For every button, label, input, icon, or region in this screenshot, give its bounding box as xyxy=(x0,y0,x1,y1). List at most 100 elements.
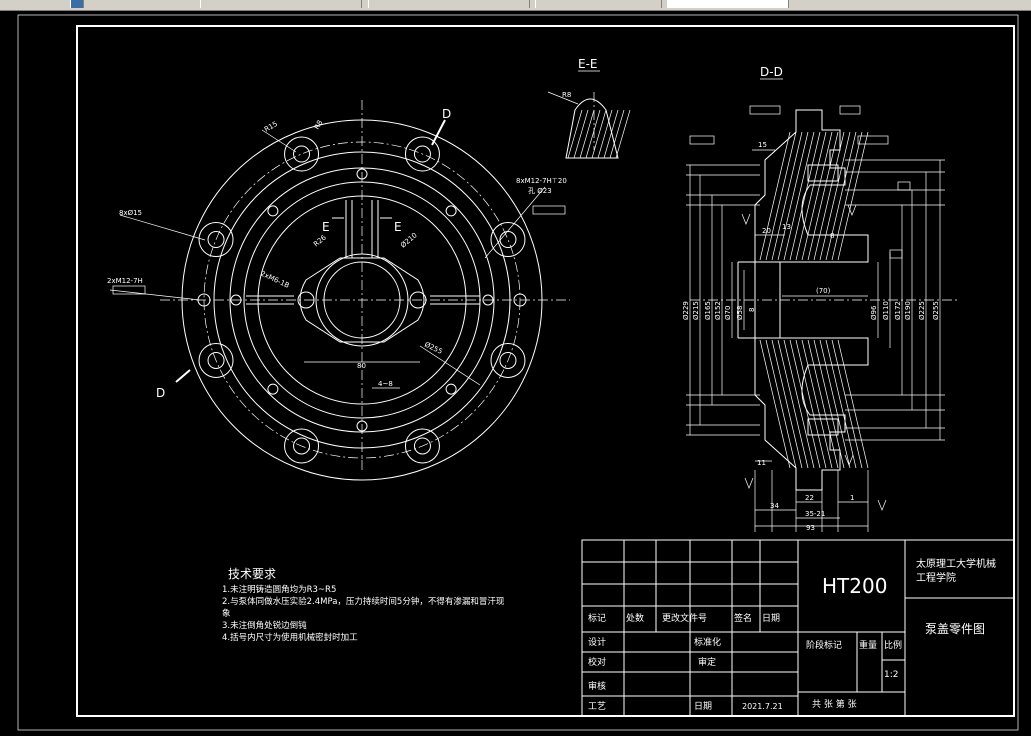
section-dd-title: D-D xyxy=(760,65,783,79)
tech-req-item-3: 3.未注倒角处锐边倒钝 xyxy=(222,620,307,631)
roughness-5 xyxy=(847,204,857,216)
dd-hatch-top-7 xyxy=(795,131,827,261)
dd-dim-20: 20 xyxy=(762,227,771,235)
ee-hatch-line-8 xyxy=(609,109,625,159)
dd-right-dim-label-6: Ø255 xyxy=(932,301,940,320)
dd-hatch-bottom-13 xyxy=(831,339,863,469)
dd-hatch-bottom-6 xyxy=(789,339,821,469)
dd-hatch-bottom-11 xyxy=(819,339,851,469)
lug-boss-5 xyxy=(198,222,234,258)
dd-bottom-ext xyxy=(754,470,869,532)
toolbar-combo-3[interactable] xyxy=(535,0,662,8)
hub-outer-circle xyxy=(315,253,409,347)
dd-extension-lines xyxy=(686,159,945,441)
roughness-2 xyxy=(877,499,887,511)
lug-hole-8 xyxy=(499,231,517,249)
dd-hatch-bottom-5 xyxy=(783,339,815,469)
lug-boss-7 xyxy=(404,136,440,172)
tapped-hole-5 xyxy=(230,294,242,306)
dd-hatch-bottom-7 xyxy=(795,339,827,469)
dd-left-dim-label-8: 8 xyxy=(748,308,756,312)
technical-requirements: 技术要求 1.未注明铸造圆角均为R3~R5 2.与泵体同做水压实验2.4MPa，… xyxy=(222,567,505,643)
ee-hatch-line-9 xyxy=(615,109,631,159)
drawing-svg: D D E E 8xØ15 2xM12-7H 8xM12-7H⊤20 孔 Ø23… xyxy=(17,14,1019,731)
dd-hatch-bottom-1 xyxy=(759,339,791,469)
front-view: D D E E 8xØ15 2xM12-7H 8xM12-7H⊤20 孔 Ø23… xyxy=(107,100,570,481)
dd-dim-70: (70) xyxy=(816,287,831,295)
tb-material: HT200 xyxy=(822,574,887,598)
lug-boss-3 xyxy=(284,428,320,464)
dd-hatch-bottom-14 xyxy=(837,339,869,469)
cad-drawing-canvas[interactable]: D D E E 8xØ15 2xM12-7H 8xM12-7H⊤20 孔 Ø23… xyxy=(0,10,1031,732)
dd-left-dim-label-1: Ø229 xyxy=(682,301,690,320)
dim-2xm6: 2xM6-1B xyxy=(259,270,291,290)
roughness-3 xyxy=(844,454,854,466)
dd-tag-5 xyxy=(897,181,911,191)
dim-r26: R26 xyxy=(312,233,328,248)
lug-hole-5 xyxy=(207,231,225,249)
ee-hatch-line-7 xyxy=(603,109,619,159)
dd-dim-93: 93 xyxy=(806,524,815,532)
tb-stage-mark: 阶段标记 xyxy=(806,639,842,651)
hub-bore-circle xyxy=(323,261,401,339)
dd-hatch-top-10 xyxy=(813,131,845,261)
section-ee-hatch xyxy=(567,109,631,159)
tapped-hole-2 xyxy=(445,383,457,395)
boss-hole-left xyxy=(297,291,315,309)
tb-weight: 重量 xyxy=(859,639,877,651)
toolbar-combo-2[interactable] xyxy=(368,0,530,8)
e-mark-left: E xyxy=(322,220,330,234)
tb-review: 审定 xyxy=(698,656,716,668)
dd-tag-6 xyxy=(889,249,903,259)
tb-date-label: 日期 xyxy=(694,701,712,712)
toolbar-combo-1[interactable] xyxy=(200,0,362,8)
dd-tag-4 xyxy=(857,135,889,145)
tolerance-frame-left xyxy=(112,285,146,295)
tb-scale-value: 1:2 xyxy=(884,670,898,680)
dd-dim-8-top: 8 xyxy=(830,232,834,240)
leader-2xm12 xyxy=(109,289,201,301)
tb-part-name: 泵盖零件图 xyxy=(925,622,985,636)
diamond-boss xyxy=(299,257,425,343)
dd-hatch-top-6 xyxy=(789,131,821,261)
application-toolbar xyxy=(0,0,1031,11)
lug-boss-6 xyxy=(284,136,320,172)
toolbar-combo-4[interactable] xyxy=(667,0,789,8)
title-block: HT200 太原理工大学机械 工程学院 泵盖零件图 阶段标记 重量 比例 1:2… xyxy=(581,539,1015,717)
tb-rev-sign: 签名 xyxy=(734,612,752,624)
dim-8xm12: 8xM12-7H⊤20 xyxy=(516,177,567,185)
section-mark-d-top: D xyxy=(442,107,451,121)
dd-hatch-top-3 xyxy=(771,131,803,261)
dd-hatch-bottom-10 xyxy=(813,339,845,469)
dd-right-dim-label-2: Ø110 xyxy=(882,301,890,320)
dd-hatch-bottom-4 xyxy=(777,339,809,469)
dd-tag-1 xyxy=(749,105,781,115)
section-ee: E-E R8 xyxy=(547,57,631,159)
dim-4-8: 4~8 xyxy=(378,380,393,388)
cut-line-bottom xyxy=(175,369,191,383)
dim-8x15: 8xØ15 xyxy=(119,209,142,217)
dd-right-dim-label-1: Ø96 xyxy=(870,305,878,320)
dim-d255: Ø255 xyxy=(423,341,443,356)
dd-hatch-top-13 xyxy=(831,131,863,261)
toolbar-icon[interactable] xyxy=(70,0,84,8)
dd-hatch-bottom-3 xyxy=(771,339,803,469)
dd-hatch xyxy=(759,131,869,469)
ee-hatch-line-3 xyxy=(579,109,595,159)
dd-dim-15: 15 xyxy=(758,141,767,149)
dd-dim-35: 35-21 xyxy=(805,510,825,518)
dd-right-dim-label-5: Ø225 xyxy=(918,301,926,320)
tapped-hole-1 xyxy=(482,294,494,306)
dd-hatch-top-4 xyxy=(777,131,809,261)
tb-rev-doc: 更改文件号 xyxy=(662,612,707,624)
tech-req-title: 技术要求 xyxy=(228,567,276,581)
dim-80: 80 xyxy=(357,362,366,370)
roughness-1 xyxy=(744,477,754,489)
boss-hole-right xyxy=(409,291,427,309)
dd-hatch-top-1 xyxy=(759,131,791,261)
dd-hatch-bottom-8 xyxy=(801,339,833,469)
tapped-hole-8 xyxy=(445,205,457,217)
ee-hatch-line-2 xyxy=(573,109,589,159)
